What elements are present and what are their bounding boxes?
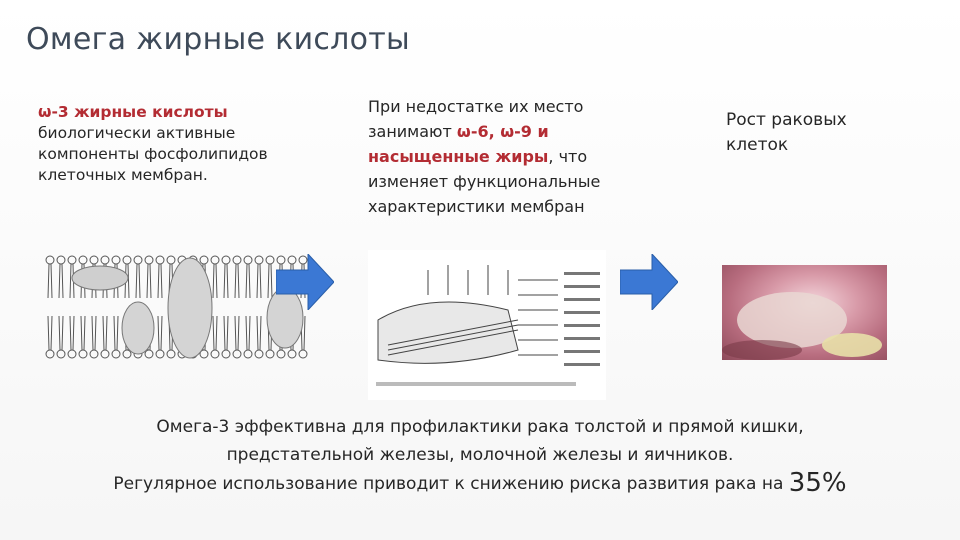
bottom-line-1: Омега-3 эффективна для профилактики рака…: [156, 417, 804, 437]
page-title: Омега жирные кислоты: [26, 22, 411, 57]
arrow-right-icon-1: [276, 254, 334, 310]
middle-text-part1: При недостатке их место занимают: [368, 97, 584, 141]
omega3-highlight: ω-3 жирные кислоты: [38, 103, 228, 121]
risk-percent: 35%: [788, 468, 847, 498]
bottom-line-3-text: Регулярное использование приводит к сниж…: [113, 474, 784, 494]
arrow-right-icon-2: [620, 254, 678, 310]
right-text-block: Рост раковых клеток: [726, 110, 847, 155]
bottom-text: Омега-3 эффективна для профилактики рака…: [0, 413, 960, 498]
bottom-line-2: предстательной железы, молочной железы и…: [226, 445, 734, 465]
middle-text-part2: , что изменяет функциональные характерис…: [368, 147, 601, 216]
middle-text-block: При недостатке их место занимают ω-6, ω-…: [368, 94, 618, 262]
bottom-line-3: Регулярное использование приводит к сниж…: [0, 469, 960, 498]
cancer-cells-photo: [722, 265, 887, 360]
omega6-highlight: ω-6, ω-9 и насыщенные жиры: [368, 122, 549, 166]
left-description: биологически активные компоненты фосфоли…: [38, 124, 268, 184]
left-text-block: ω-3 жирные кислоты биологически активные…: [38, 102, 308, 186]
membrane-diagram-middle: [368, 250, 606, 400]
